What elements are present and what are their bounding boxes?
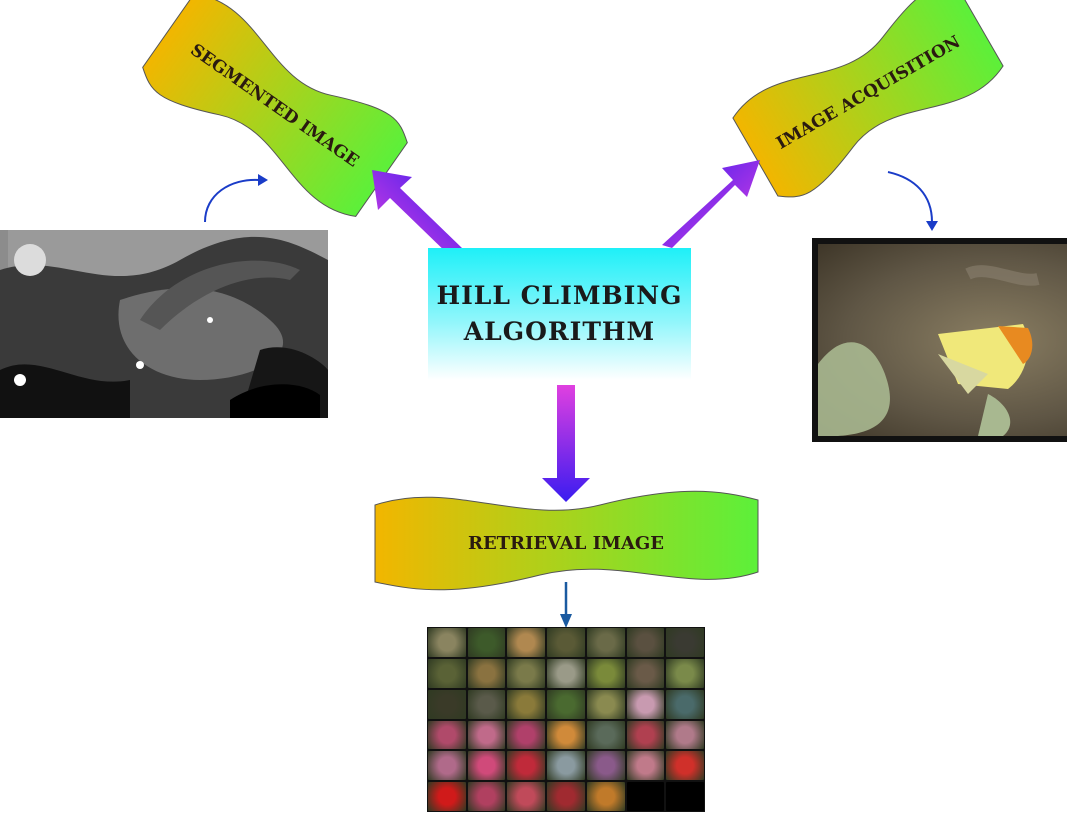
center-line-2: ALGORITHM: [463, 317, 656, 346]
hill-climbing-box: HILL CLIMBING ALGORITHM: [428, 248, 691, 380]
arrowhead: [258, 174, 268, 186]
thumbnail: [507, 782, 546, 811]
retrieval-results-grid: [427, 627, 705, 812]
banner-image-acquisition: IMAGE ACQUISITION: [732, 0, 1004, 198]
thumbnail: [507, 689, 546, 719]
arrow-to-retrieval: [542, 385, 590, 502]
arrowhead: [926, 221, 938, 231]
center-line-1: HILL CLIMBING: [436, 281, 683, 310]
thumbnail: [428, 689, 466, 719]
thumbnail: [586, 658, 625, 688]
thumbnail: [507, 658, 546, 688]
thumbnail: [666, 720, 704, 750]
arrow-to-segmented: [372, 170, 462, 258]
thumbnail: [547, 782, 585, 811]
segmented-image: [0, 230, 328, 418]
thumbnail: [467, 689, 506, 719]
thumbnail: [626, 689, 665, 719]
arrowhead: [560, 614, 572, 628]
thumbnail: [666, 628, 704, 657]
thumbnail: [428, 628, 466, 657]
thumbnail: [586, 751, 625, 781]
thumbnail: [666, 689, 704, 719]
thumbnail: [467, 720, 506, 750]
thumbnail: [547, 720, 585, 750]
thumbnail: [586, 720, 625, 750]
thumbnail: [467, 782, 506, 811]
thumbnail: [666, 782, 704, 811]
banner-retrieval-image: RETRIEVAL IMAGE: [374, 490, 759, 591]
curved-arrow-acquisition: [887, 171, 933, 223]
banner-retrieval-label: RETRIEVAL IMAGE: [468, 533, 664, 554]
thumbnail: [507, 628, 546, 657]
thumbnail: [586, 782, 625, 811]
thumbnail: [507, 720, 546, 750]
thumbnail: [666, 658, 704, 688]
thumbnail: [428, 751, 466, 781]
thumbnail: [547, 751, 585, 781]
thumbnail: [666, 751, 704, 781]
thumbnail: [626, 720, 665, 750]
thumbnail: [547, 689, 585, 719]
thumbnail: [428, 782, 466, 811]
thumbnail: [507, 751, 546, 781]
thumbnail: [626, 628, 665, 657]
thumbnail: [547, 658, 585, 688]
curved-arrow-segmented: [204, 178, 261, 223]
thumbnail: [547, 628, 585, 657]
thumbnail: [428, 720, 466, 750]
butterfly-photo: [812, 238, 1067, 442]
thumbnail: [586, 628, 625, 657]
thumbnail: [467, 751, 506, 781]
thumbnail: [626, 782, 665, 811]
arrow-to-acquisition: [662, 160, 760, 248]
thumbnail: [586, 689, 625, 719]
thumbnail: [428, 658, 466, 688]
thumbnail: [467, 628, 506, 657]
thumbnail: [626, 751, 665, 781]
thumbnail: [467, 658, 506, 688]
thumbnail: [626, 658, 665, 688]
banner-segmented-image: SEGMENTED IMAGE: [142, 0, 408, 217]
